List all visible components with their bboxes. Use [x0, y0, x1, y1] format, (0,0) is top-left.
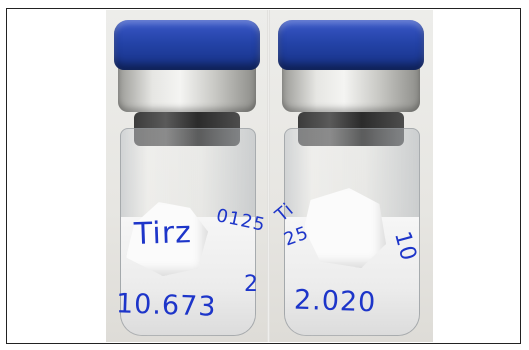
right-vial-powder-chunk — [304, 188, 386, 268]
right-vial-label-value: 2.020 — [293, 284, 377, 319]
left-vial-side-mark: 2 — [244, 272, 259, 297]
left-vial-label-value: 10.673 — [115, 288, 217, 323]
left-vial-label-name: Tirz — [133, 215, 193, 252]
right-vial-crimp — [282, 64, 420, 112]
right-vial-cap — [278, 20, 424, 70]
left-vial: Tirz 10.673 0125 2 — [112, 20, 267, 340]
left-vial-cap — [114, 20, 260, 70]
vials-photo: Tirz 10.673 0125 2 2.020 Ti 25 10 — [106, 10, 433, 342]
photo-seam — [267, 10, 270, 342]
left-vial-crimp — [118, 64, 256, 112]
right-vial: 2.020 Ti 25 10 — [271, 20, 426, 340]
